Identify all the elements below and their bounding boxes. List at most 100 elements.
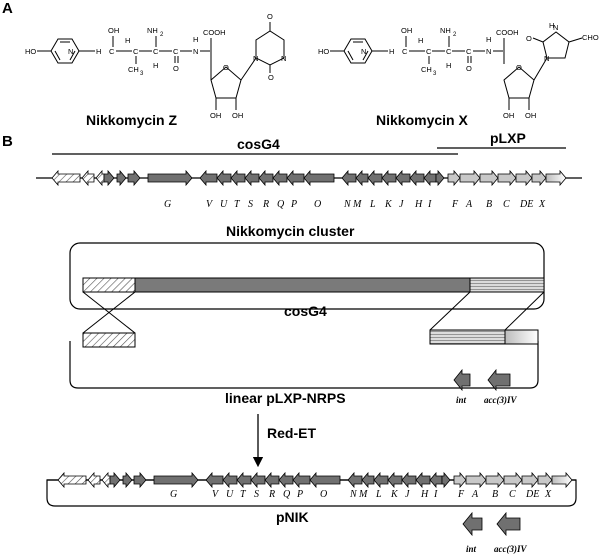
- gene-arrow: [205, 471, 224, 489]
- amide-n: N: [193, 47, 198, 56]
- gene-label: X: [538, 199, 546, 210]
- uracil-o2: O: [268, 73, 274, 82]
- gene-arrow: [485, 471, 505, 489]
- gene-label: K: [390, 489, 399, 500]
- gene-arrow: [361, 471, 375, 489]
- gene-arrow: [101, 471, 111, 489]
- gene-label: J: [405, 489, 410, 500]
- carbonyl-o: O: [173, 64, 179, 73]
- chain-c-1-x: C: [402, 47, 408, 56]
- gene-label: J: [399, 199, 404, 210]
- plxp-top-label: pLXP: [490, 130, 526, 146]
- carbonyl-o-x: O: [466, 64, 472, 73]
- red-et-label: Red-ET: [267, 425, 316, 441]
- gene-arrow: [199, 169, 218, 187]
- gene-arrow: [272, 169, 288, 187]
- chain-c-2: C: [133, 47, 139, 56]
- imidazole-o: O: [526, 34, 532, 43]
- gene-label: U: [226, 489, 234, 500]
- gene-label: K: [384, 199, 393, 210]
- gene-arrow: [286, 169, 305, 187]
- gene-arrow: [521, 471, 539, 489]
- gene-label: U: [220, 199, 228, 210]
- carboxyl-label-x: COOH: [496, 28, 519, 37]
- linear-plasmid-outline: [69, 341, 539, 389]
- gene-arrow: [367, 169, 383, 187]
- gene-arrow: [395, 169, 411, 187]
- gene-label: I: [427, 199, 432, 210]
- gene-arrow: [216, 169, 232, 187]
- gene-arrow: [497, 169, 517, 187]
- gene-label: F: [451, 199, 459, 210]
- gene-arrow: [515, 169, 533, 187]
- chain-c-2-x: C: [426, 47, 432, 56]
- sugar-oh-1-x: OH: [503, 111, 514, 120]
- right-homology-arm: [469, 277, 545, 293]
- gene-label: M: [358, 489, 368, 500]
- sugar-oh-2: OH: [232, 111, 243, 120]
- hydroxyl-label: HO: [25, 47, 36, 56]
- amine-subscript: 2: [160, 32, 164, 38]
- gene-label: O: [314, 199, 321, 210]
- crossover-lines: [82, 291, 545, 334]
- left-homology-arm: [82, 277, 136, 293]
- sugar-oh-1: OH: [210, 111, 221, 120]
- gene-label: S: [254, 489, 259, 500]
- linear-left-arm: [82, 332, 136, 348]
- cluster-label: Nikkomycin cluster: [226, 223, 355, 239]
- gene-label: X: [544, 489, 552, 500]
- gene-label: O: [320, 489, 327, 500]
- amide-h-x: H: [486, 35, 491, 44]
- pnik-int-arrow: [462, 511, 483, 537]
- gene-arrow: [401, 471, 417, 489]
- gene-arrow: [133, 471, 147, 489]
- imidazole-n3: N: [553, 23, 558, 32]
- gene-label: R: [268, 489, 275, 500]
- chain-h-1: H: [96, 47, 101, 56]
- gene-arrow: [57, 471, 87, 489]
- gene-arrow: [465, 471, 487, 489]
- amine-label: NH: [147, 26, 158, 35]
- gene-arrow: [531, 169, 547, 187]
- gene-arrow: [387, 471, 403, 489]
- gene-label: DE: [525, 489, 539, 500]
- gene-arrow: [341, 169, 357, 187]
- gene-arrow: [95, 169, 105, 187]
- amide-h: H: [193, 35, 198, 44]
- gene-label: I: [433, 489, 438, 500]
- chain-c-1: C: [109, 47, 115, 56]
- carbonyl-c: C: [173, 47, 179, 56]
- nikkomycin-z-label: Nikkomycin Z: [86, 112, 177, 128]
- gene-arrow: [429, 471, 443, 489]
- panel-b-label: B: [2, 133, 13, 150]
- chain-h-3-x: H: [446, 61, 451, 70]
- chain-h-3: H: [153, 61, 158, 70]
- gene-arrow: [153, 471, 199, 489]
- pnik-int-label: int: [466, 544, 477, 554]
- methyl-subscript: 3: [140, 71, 144, 77]
- uracil-o4: O: [267, 12, 273, 21]
- gene-arrow: [545, 169, 567, 187]
- gene-arrow: [347, 471, 363, 489]
- imidazole-n1: N: [544, 54, 549, 63]
- gene-label: A: [471, 489, 479, 500]
- gene-arrow: [447, 169, 461, 187]
- gene-label: P: [296, 489, 303, 500]
- gene-label: B: [486, 199, 492, 210]
- amide-n-x: N: [486, 47, 491, 56]
- methyl-subscript-x: 3: [433, 71, 437, 77]
- gene-map-top: [36, 169, 582, 187]
- gene-arrow: [435, 169, 445, 187]
- gene-label: T: [234, 199, 241, 210]
- gene-label: L: [375, 489, 382, 500]
- gene-arrow: [503, 471, 523, 489]
- gene-arrow: [122, 471, 133, 489]
- nikkomycin-z-structure: HO N H OH C C CH 3 H C NH 2 H C O N H CO…: [25, 12, 286, 120]
- nikkomycin-x-structure: HO N H OH C C CH 3 H C NH 2 H C O N H CO…: [318, 21, 599, 120]
- gene-label: V: [206, 199, 214, 210]
- chain-oh-1: OH: [108, 26, 119, 35]
- gene-arrow: [551, 471, 573, 489]
- gene-arrow: [373, 471, 389, 489]
- methyl-label-x: CH: [421, 65, 432, 74]
